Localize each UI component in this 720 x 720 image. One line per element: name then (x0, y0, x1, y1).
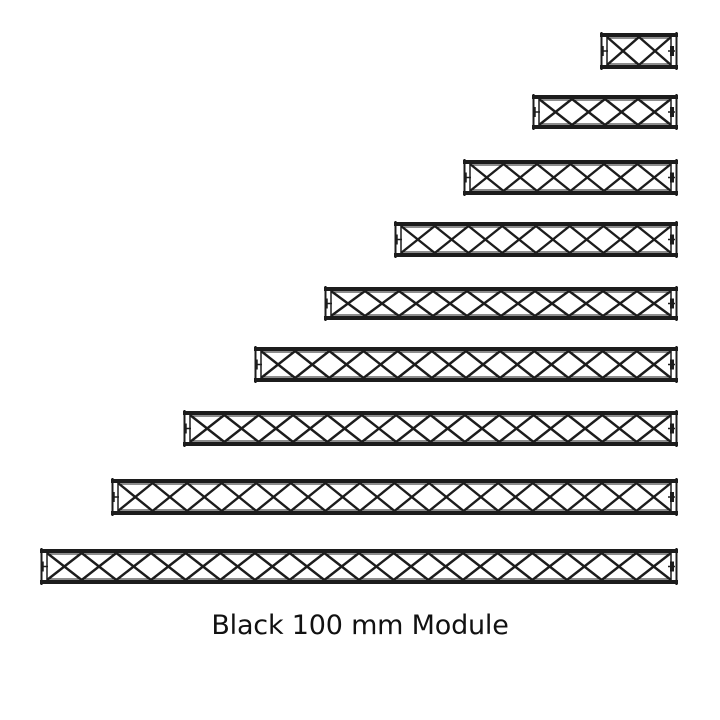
connector-pin-icon (326, 298, 332, 309)
connector-pin-icon (668, 359, 675, 370)
connector-pin-icon (42, 561, 48, 572)
connector-pin-icon (668, 298, 675, 309)
connector-pin-icon (668, 107, 675, 117)
connector-pin-icon (534, 107, 540, 117)
connector-pin-icon (396, 234, 402, 245)
truss-module-7 (183, 410, 678, 447)
connector-pin-icon (256, 359, 262, 370)
truss-module-5 (324, 286, 678, 321)
truss-module-3 (463, 159, 678, 196)
product-caption: Black 100 mm Module (211, 610, 509, 641)
truss-module-2 (532, 94, 678, 130)
connector-pin-icon (668, 561, 675, 572)
connector-pin-icon (668, 234, 675, 245)
connector-pin-icon (668, 492, 675, 502)
truss-module-8 (111, 478, 678, 516)
connector-pin-icon (668, 46, 675, 56)
connector-pin-icon (668, 172, 675, 183)
truss-module-4 (394, 221, 678, 258)
truss-module-9 (40, 548, 678, 585)
truss-module-1 (600, 32, 678, 70)
connector-pin-icon (113, 492, 119, 502)
connector-pin-icon (185, 423, 191, 434)
connector-pin-icon (668, 423, 675, 434)
truss-module-6 (254, 346, 678, 383)
connector-pin-icon (602, 46, 608, 56)
connector-pin-icon (465, 172, 471, 183)
